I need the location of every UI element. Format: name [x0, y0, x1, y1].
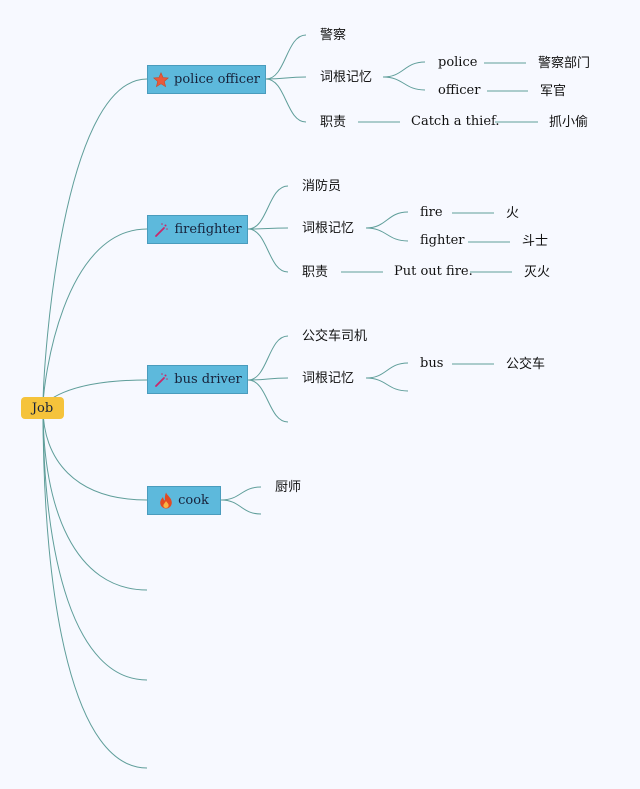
root-meaning[interactable]: 公交车	[506, 357, 546, 372]
meaning-label[interactable]: 公交车司机	[302, 329, 368, 344]
duty-heading[interactable]: 职责	[320, 115, 347, 130]
root-meaning[interactable]: 军官	[540, 84, 567, 99]
fire-icon	[159, 492, 173, 509]
root-meaning[interactable]: 警察部门	[538, 56, 591, 71]
root-branch-connector	[42, 407, 148, 591]
root-label: Job	[31, 400, 54, 416]
meaning-label[interactable]: 消防员	[302, 179, 342, 194]
root-word[interactable]: police	[438, 55, 478, 70]
topic-firefighter[interactable]: firefighter	[147, 215, 248, 244]
branch-connector	[247, 227, 289, 230]
topic-cook[interactable]: cook	[147, 486, 221, 515]
topic-label: bus driver	[174, 372, 242, 387]
branch-connector	[382, 61, 426, 78]
root-word[interactable]: bus	[420, 356, 444, 371]
branch-connector	[365, 377, 409, 392]
meaning-label[interactable]: 警察	[320, 28, 347, 43]
meaning-label[interactable]: 厨师	[275, 480, 302, 495]
branch-connector	[220, 486, 262, 501]
duty-heading[interactable]: 职责	[302, 265, 329, 280]
topic-label: firefighter	[174, 222, 242, 237]
roots-heading[interactable]: 词根记忆	[302, 371, 355, 386]
branch-connector	[365, 362, 409, 379]
magic-wand-icon	[153, 222, 169, 238]
root-word[interactable]: officer	[438, 83, 481, 98]
root-node[interactable]: Job	[21, 397, 64, 419]
topic-label: cook	[178, 493, 209, 508]
roots-heading[interactable]: 词根记忆	[302, 221, 355, 236]
magic-wand-icon	[153, 372, 169, 388]
root-branch-connector	[42, 78, 148, 409]
branch-connector	[265, 34, 307, 80]
root-branch-connector	[42, 407, 148, 501]
branch-connector	[247, 185, 289, 230]
topic-police-officer[interactable]: police officer	[147, 65, 266, 94]
branch-connector	[365, 227, 409, 242]
root-word[interactable]: fire	[420, 205, 443, 220]
duty-english[interactable]: Catch a thief.	[411, 114, 500, 129]
root-meaning[interactable]: 斗士	[522, 234, 549, 249]
duty-english[interactable]: Put out fire.	[394, 264, 473, 279]
branch-connector	[265, 78, 307, 123]
roots-heading[interactable]: 词根记忆	[320, 70, 373, 85]
branch-connector	[365, 211, 409, 229]
duty-chinese[interactable]: 抓小偷	[549, 115, 589, 130]
branch-connector	[382, 76, 426, 91]
star-icon	[153, 71, 170, 88]
root-branch-connector	[42, 407, 148, 681]
topic-label: police officer	[174, 72, 260, 87]
branch-connector	[247, 228, 289, 273]
root-branch-connector	[42, 228, 148, 409]
branch-connector	[247, 377, 289, 381]
branch-connector	[220, 499, 262, 515]
duty-chinese[interactable]: 灭火	[524, 265, 551, 280]
topic-bus-driver[interactable]: bus driver	[147, 365, 248, 394]
branch-connector	[247, 379, 289, 423]
branch-connector	[247, 335, 289, 381]
root-branch-connector	[42, 407, 148, 769]
root-meaning[interactable]: 火	[506, 206, 520, 221]
branch-connector	[265, 76, 307, 80]
root-word[interactable]: fighter	[420, 233, 465, 248]
